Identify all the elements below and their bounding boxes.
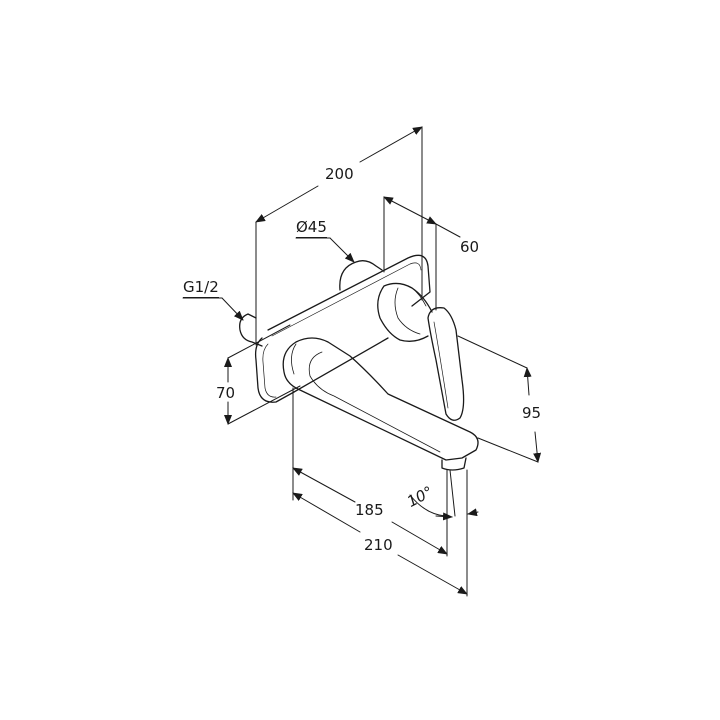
label-95: 95 [522, 404, 542, 422]
spout [282, 337, 479, 461]
aerator [441, 457, 467, 471]
label-210: 210 [364, 536, 393, 554]
lever-handle [427, 307, 465, 421]
dim-60 [383, 196, 461, 311]
dim-95 [457, 335, 542, 463]
leader-g12 [182, 297, 244, 321]
label-g12: G1/2 [183, 278, 219, 298]
back-plate [254, 254, 431, 403]
label-60: 60 [460, 238, 480, 256]
label-200: 200 [325, 165, 354, 183]
handle-rosette [377, 282, 433, 342]
connection-stub [239, 313, 263, 347]
leader-diameter-45 [295, 237, 355, 263]
label-70: 70 [216, 384, 236, 402]
dim-200 [255, 126, 423, 346]
angle-10 [409, 469, 479, 521]
rosette [339, 260, 383, 291]
mixer-body [239, 254, 479, 471]
label-185: 185 [355, 501, 384, 519]
label-diameter-45: Ø45 [296, 218, 327, 238]
